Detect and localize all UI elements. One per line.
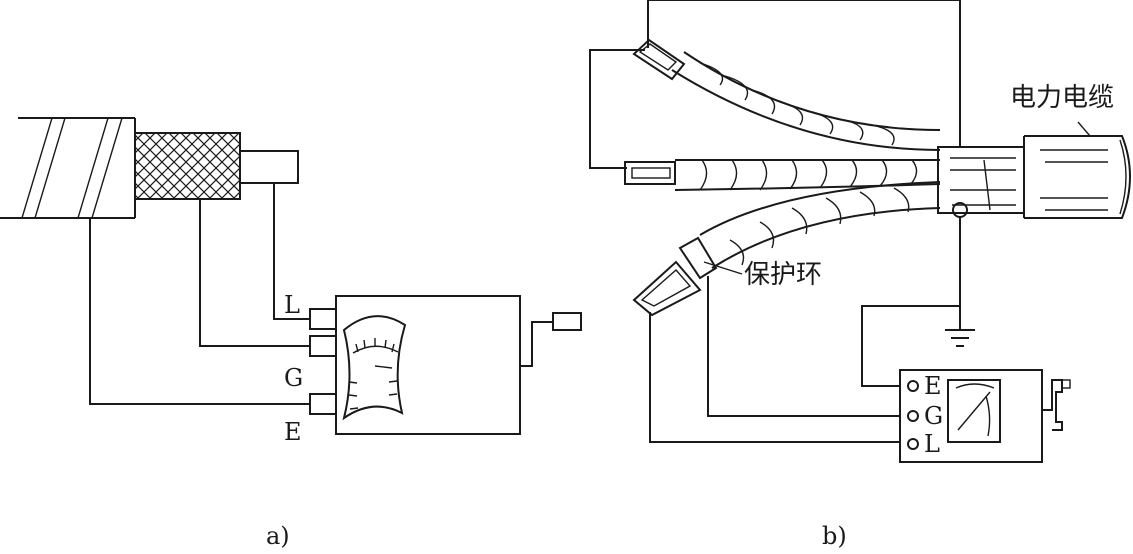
figure-a-caption: a) [266,522,290,550]
cable-outer-jacket [0,117,136,219]
megger-a [309,295,582,435]
lower-cable-core [632,181,941,317]
terminal-label-g: G [924,402,943,430]
terminal-label-g: G [284,364,303,392]
terminal-post-g [907,410,919,422]
figure-b: E G L 电力电缆 保护环 b) [589,0,1131,550]
crank-handle [520,312,582,367]
cable-braided-shield [134,132,241,200]
upper-cable-core [632,38,941,151]
figure-b-caption: b) [822,522,847,550]
guard-ring-leader [703,261,743,275]
crank-handle [1042,379,1071,431]
wire-jumper-loop [589,49,645,169]
figure-a: L G E a) [0,117,582,550]
terminal-post-l [907,438,919,450]
megger-b [899,369,1071,463]
power-cable-body [1023,121,1131,219]
wire-g [199,199,310,347]
terminal-post-e [907,380,919,392]
terminal-post-e [309,393,337,415]
middle-cable-core [624,159,941,191]
terminal-label-l: L [924,430,940,458]
meter-dial [342,315,407,421]
terminal-post-g [309,335,337,357]
terminal-post-l [309,308,337,330]
cable-insulation [239,150,299,184]
wire-e-to-ground [861,305,960,387]
guard-ring [678,236,718,280]
meter-window [947,379,1001,443]
terminal-label-e: E [924,372,942,400]
power-cable-label: 电力电缆 [1010,83,1114,113]
wire-l [273,183,310,320]
wire-conductor-to-l [649,312,900,443]
ground-symbol [945,329,975,347]
wire-e [89,218,310,405]
terminal-label-e: E [284,418,302,446]
wire-guard-to-g [707,276,900,417]
cable-sheath-band [937,146,1025,214]
terminal-label-l: L [284,291,300,319]
guard-ring-label: 保护环 [744,260,822,290]
